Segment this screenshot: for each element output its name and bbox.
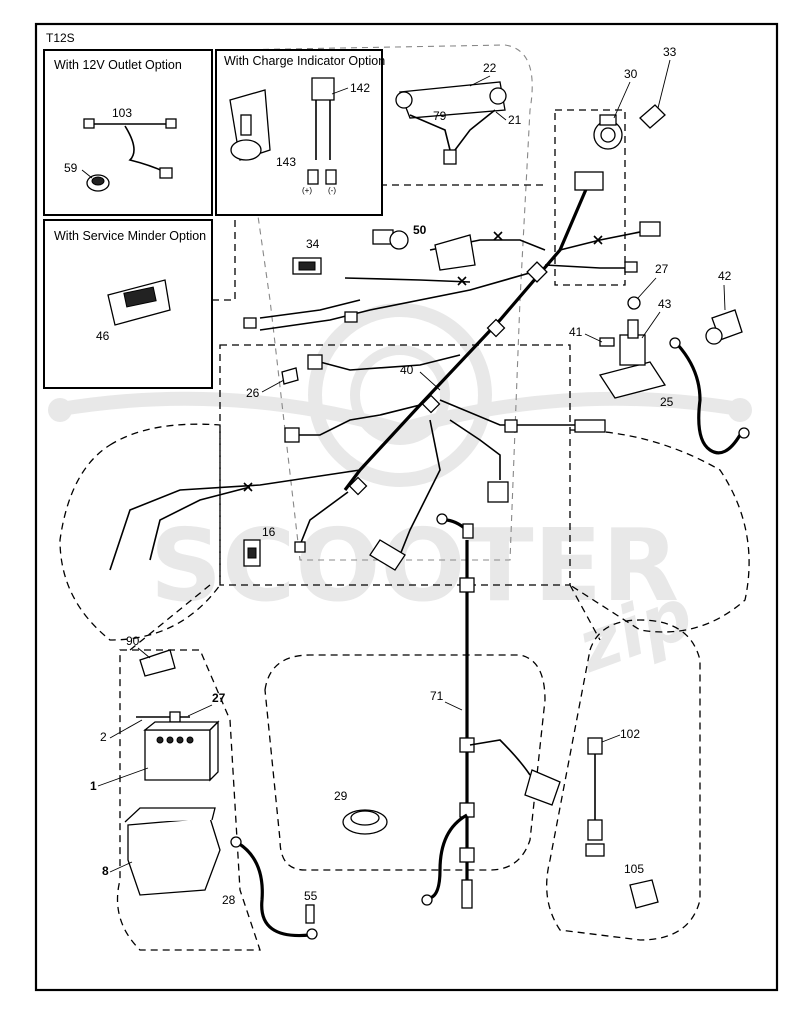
callout-50: 50: [413, 223, 427, 237]
callout-27b: 27: [212, 691, 226, 705]
callout-79: 79: [433, 109, 447, 123]
wire-cut-marks: [243, 231, 603, 492]
callout-29: 29: [334, 789, 348, 803]
top-components: 22 79 21 30 33 34 50: [292, 45, 677, 275]
callout-8: 8: [102, 864, 109, 878]
callout-41: 41: [569, 325, 583, 339]
watermark-brand: SCOOTER: [150, 507, 679, 624]
inset-12v-outlet-title: With 12V Outlet Option: [54, 58, 182, 72]
inset-charge-indicator: With Charge Indicator Option 142 143 (+)…: [215, 49, 385, 216]
callout-21: 21: [508, 113, 522, 127]
callout-90: 90: [126, 634, 140, 648]
callout-1: 1: [90, 779, 97, 793]
callout-22: 22: [483, 61, 497, 75]
callout-46: 46: [96, 329, 110, 343]
lower-harness: 71 29: [334, 513, 561, 909]
callout-42: 42: [718, 269, 732, 283]
callout-28: 28: [222, 893, 236, 907]
terminal-plus: (+): [302, 186, 312, 195]
inset-service-minder-title: With Service Minder Option: [54, 229, 206, 243]
inset-charge-indicator-title: With Charge Indicator Option: [224, 54, 385, 68]
callout-103: 103: [112, 106, 132, 120]
callout-34: 34: [306, 237, 320, 251]
callout-26: 26: [246, 386, 260, 400]
battery-area: 90 27 2 1 8 28 55: [90, 634, 318, 940]
callout-142: 142: [350, 81, 370, 95]
callout-40: 40: [400, 363, 414, 377]
callout-55: 55: [304, 889, 318, 903]
inset-service-minder: With Service Minder Option 46: [43, 219, 213, 389]
callout-105: 105: [624, 862, 644, 876]
callout-16: 16: [262, 525, 276, 539]
callout-143: 143: [276, 155, 296, 169]
inset-12v-outlet: With 12V Outlet Option 103 59: [43, 49, 213, 216]
callout-27a: 27: [655, 262, 669, 276]
diagram-code: T12S: [46, 31, 75, 45]
callout-71: 71: [430, 689, 444, 703]
callout-102: 102: [620, 727, 640, 741]
callout-59: 59: [64, 161, 78, 175]
relay-fuse: 102 105: [585, 727, 659, 909]
callout-30: 30: [624, 67, 638, 81]
battery-cells: [156, 736, 194, 744]
outer-frame: [34, 22, 779, 992]
main-harness: 40: [109, 171, 661, 571]
callout-25: 25: [660, 395, 674, 409]
chassis-outline: [59, 44, 750, 951]
callout-2: 2: [100, 730, 107, 744]
callout-33: 33: [663, 45, 677, 59]
right-components: 27 42 43 41 25 26 16: [243, 262, 750, 567]
callout-43: 43: [658, 297, 672, 311]
terminal-minus: (-): [328, 186, 336, 195]
